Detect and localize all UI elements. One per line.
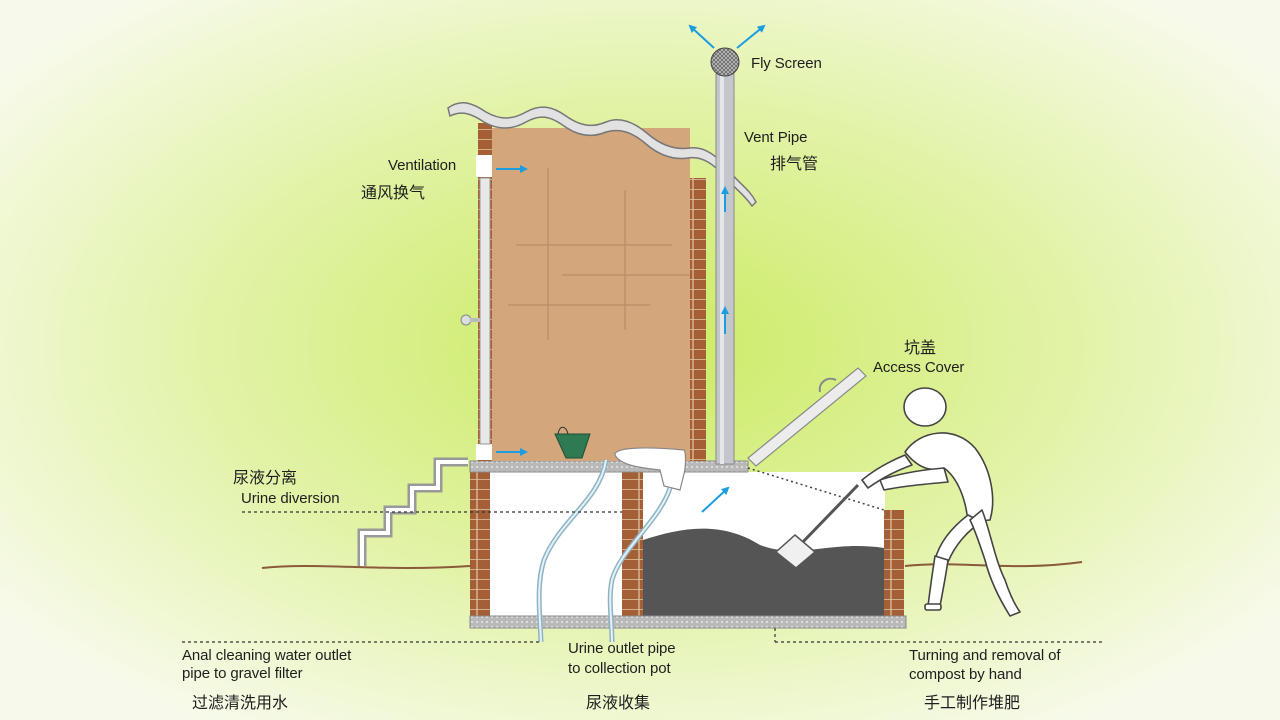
- urine-outlet-label-line2: to collection pot: [568, 660, 671, 677]
- spade-blade: [774, 534, 817, 569]
- anal-cleaning-label-line2: pipe to gravel filter: [182, 665, 303, 682]
- base-slab: [469, 615, 907, 629]
- access-cover: [747, 367, 867, 467]
- ventilation-label: Ventilation: [388, 157, 457, 174]
- urine-diversion-label-zh: 尿液分离: [233, 468, 298, 487]
- floor-slab: [469, 460, 749, 473]
- access-cover-label: Access Cover: [873, 359, 965, 376]
- access-cover-label-zh: 坑盖: [904, 338, 937, 357]
- compost-label-line2: compost by hand: [909, 666, 1022, 683]
- panel-lines: [508, 168, 690, 340]
- compost-pile: [643, 528, 884, 616]
- urine-diversion-label: Urine diversion: [241, 490, 340, 507]
- compost-label-zh: 手工制作堆肥: [924, 693, 1021, 712]
- brick-wall-right: [884, 510, 904, 616]
- urine-outlet-label-line1: Urine outlet pipe: [568, 640, 676, 657]
- fly-screen-label: Fly Screen: [751, 55, 822, 72]
- door-knob: [460, 314, 472, 326]
- ventilation-label-zh: 通风换气: [361, 183, 426, 202]
- anal-cleaning-label-line1: Anal cleaning water outlet: [182, 647, 352, 664]
- ventilation-gap-top: [476, 155, 494, 177]
- urine-outlet-label-zh: 尿液收集: [586, 693, 651, 712]
- ground-line-left: [261, 565, 471, 569]
- vent-pipe: [715, 73, 735, 465]
- back-panel: [492, 128, 690, 461]
- access-cover-handle: [818, 377, 837, 393]
- spade-handle: [798, 483, 860, 547]
- vent-pipe-label: Vent Pipe: [744, 129, 808, 146]
- fly-screen: [710, 47, 740, 77]
- anal-cleaning-label-zh: 过滤清洗用水: [192, 693, 289, 712]
- compost-label-line1: Turning and removal of: [909, 647, 1061, 664]
- person-figure: [861, 387, 1021, 617]
- airflow-arrows: [496, 24, 766, 513]
- urine-diversion-pedestal: [614, 447, 687, 491]
- bucket: [554, 433, 591, 459]
- vent-pipe-label-zh: 排气管: [770, 154, 819, 173]
- leader-lines: [182, 511, 1102, 643]
- steps-inner: [360, 460, 468, 566]
- cover-slope: [747, 467, 885, 511]
- superstructure-wall-right: [690, 178, 706, 461]
- ventilation-gap-bottom: [476, 444, 494, 460]
- brick-wall-left: [470, 472, 490, 616]
- door-frame: [479, 177, 491, 445]
- roof: [447, 102, 757, 208]
